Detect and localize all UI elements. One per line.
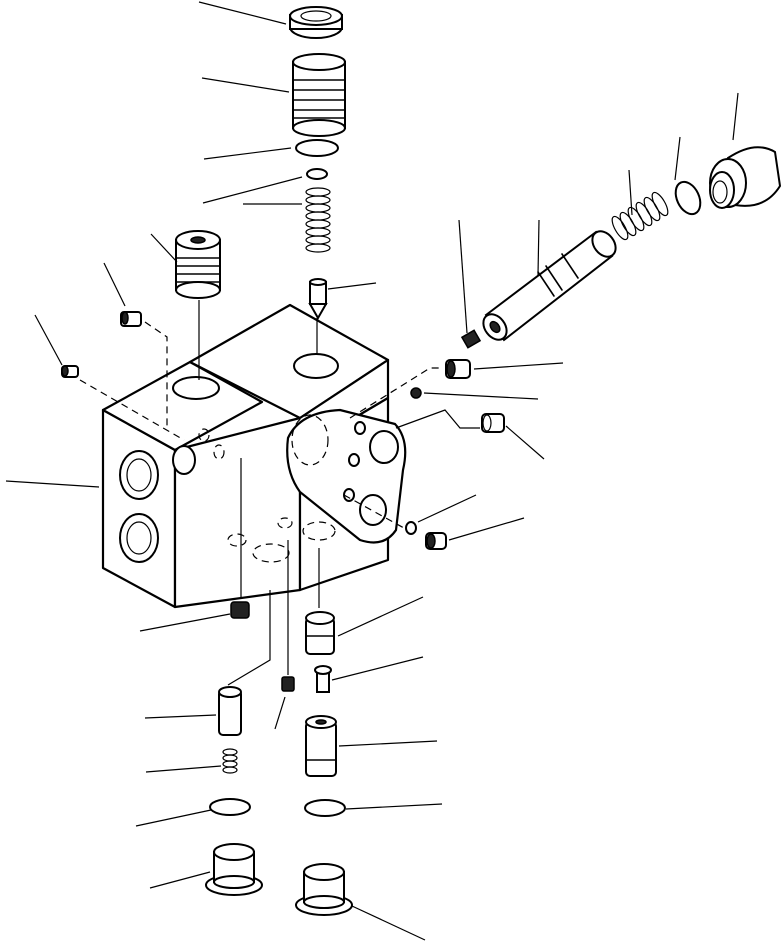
leader-15: [473, 362, 564, 370]
threaded-plug-part: [292, 53, 346, 137]
o-ring-right-part: [674, 180, 702, 216]
leader-06: [150, 233, 178, 263]
top-stack-parts: [61, 6, 346, 378]
plug-right-c-part: [425, 532, 447, 550]
leader-20: [5, 480, 100, 488]
leader-29: [345, 803, 443, 810]
leader-24: [274, 696, 286, 730]
small-set-screw-part: [281, 676, 295, 692]
end-plug-left-part: [205, 843, 263, 896]
leader-16: [423, 392, 539, 400]
leader-19: [448, 517, 525, 541]
check-valve-part: [305, 715, 337, 777]
end-cap-part: [709, 146, 781, 209]
end-plug-right-part: [295, 863, 353, 916]
small-plug-b-part: [61, 365, 79, 378]
leader-26: [338, 740, 438, 747]
leader-10: [732, 92, 739, 141]
valve-body: [101, 303, 407, 609]
leader-04: [202, 176, 303, 204]
poppet-top-part: [308, 278, 328, 321]
o-ring-bottom-right-part: [304, 799, 346, 817]
right-stack-parts: [405, 146, 781, 550]
plug-right-b-part: [481, 413, 505, 433]
piston-left-part: [218, 686, 242, 736]
plug-right-a-part: [445, 359, 471, 379]
callout-leaders: [5, 1, 739, 941]
leader-18: [417, 494, 477, 523]
leader-11: [674, 136, 681, 181]
leader-17: [505, 425, 545, 460]
leader-21: [139, 613, 231, 632]
small-plug-bottom-part: [230, 601, 250, 619]
o-ring-bottom-left-part: [209, 798, 251, 816]
leader-09: [327, 282, 377, 290]
leader-30: [149, 871, 211, 889]
small-plug-a-part: [120, 311, 142, 327]
spool-sleeve-part: [305, 611, 335, 655]
bottom-stack-parts: [205, 601, 353, 916]
spring-right-part: [611, 191, 669, 241]
center-lines: [79, 300, 480, 686]
spool-part: [482, 230, 617, 342]
leader-07: [103, 262, 126, 307]
spring-bottom-part: [222, 748, 238, 774]
leader-14: [458, 219, 468, 334]
leader-27: [145, 765, 222, 773]
leader-28: [135, 809, 212, 827]
leader-25: [144, 714, 217, 719]
threaded-plug-left-part: [175, 230, 221, 299]
pin-part: [314, 665, 332, 693]
leader-12: [628, 169, 633, 216]
ball-part: [410, 387, 422, 399]
small-spring-part: [460, 329, 482, 349]
spring-top-part: [305, 187, 331, 253]
locknut-part: [289, 6, 343, 39]
ball-b-part: [405, 521, 417, 535]
leader-31: [351, 905, 426, 941]
leader-01: [198, 1, 287, 25]
leader-03: [203, 147, 292, 160]
leader-08: [34, 314, 63, 366]
small-ring-part: [306, 168, 328, 180]
leader-23: [331, 656, 424, 681]
o-ring-top-part: [295, 139, 339, 157]
leader-13: [537, 219, 540, 276]
leader-02: [201, 77, 290, 93]
leader-22: [337, 596, 424, 637]
